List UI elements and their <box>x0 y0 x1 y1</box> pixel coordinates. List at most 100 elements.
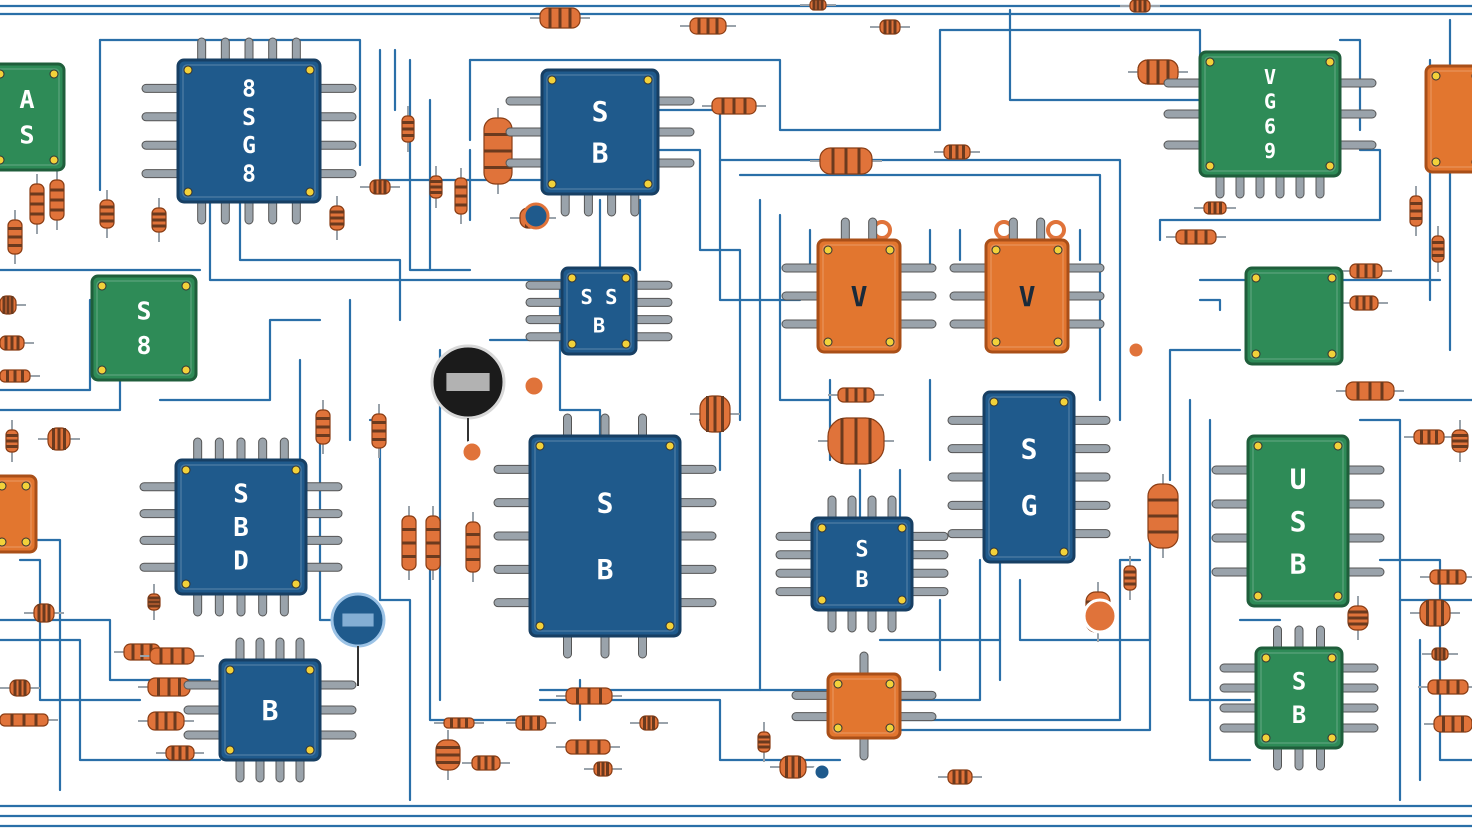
resistor-28 <box>1451 420 1469 462</box>
resistor-54 <box>506 715 556 731</box>
chip-right-green-large-label-1: S <box>1290 505 1307 538</box>
trace-26 <box>1338 38 1362 132</box>
resistor-56 <box>556 739 620 755</box>
resistor-29 <box>828 387 884 403</box>
chip-top-center-blue-label-0: S <box>592 95 609 128</box>
trace-27 <box>1158 148 1382 242</box>
resistor-72 <box>1128 59 1188 85</box>
trace-29 <box>1198 298 1222 312</box>
chip-center-orange-right-label-0: V <box>1019 280 1036 313</box>
trace-37 <box>0 378 122 412</box>
chip-edge-right-orange <box>1424 64 1472 174</box>
resistor-6 <box>360 179 400 195</box>
resistor-65 <box>1347 596 1369 640</box>
chip-mid-left-blue-label-1: B <box>233 513 249 543</box>
chip-center-large-blue-label-1: B <box>597 553 614 586</box>
resistor-0 <box>530 7 590 29</box>
resistor-42 <box>5 420 19 462</box>
trace-36 <box>0 298 92 392</box>
chip-center-small-blue-body <box>560 266 638 356</box>
resistor-57 <box>435 730 461 780</box>
resistor-59 <box>584 761 622 777</box>
chip-edge-left-orange <box>0 474 38 554</box>
chip-edge-left-green-label-1: S <box>19 121 34 150</box>
resistor-36 <box>425 506 441 580</box>
resistor-39 <box>0 335 34 351</box>
resistor-23 <box>1340 295 1388 311</box>
trace-49 <box>558 278 602 442</box>
chip-mid-left-blue-label-0: S <box>233 480 249 510</box>
resistor-70 <box>1424 715 1472 733</box>
resistor-2 <box>870 19 910 35</box>
chip-top-right-green-label-3: 9 <box>1264 139 1276 163</box>
chip-top-right-green-body <box>1198 50 1342 178</box>
chip-right-blue-label-0: S <box>1021 432 1038 465</box>
chip-left-green-label-0: S <box>137 296 152 325</box>
capacitor-1 <box>330 592 386 686</box>
capacitor-4 <box>1082 598 1118 634</box>
chip-right-small-green <box>1244 266 1344 366</box>
chip-edge-left-green-body <box>0 62 66 172</box>
resistor-1 <box>680 17 736 35</box>
trace-6 <box>98 38 362 167</box>
resistor-25 <box>1409 186 1423 236</box>
trace-16 <box>658 148 742 422</box>
chip-left-green-label-1: 8 <box>137 331 152 360</box>
chip-bottom-center-blue-body <box>810 516 914 612</box>
chip-edge-left-green: AS <box>0 62 66 172</box>
chip-edge-left-orange-body <box>0 474 38 554</box>
trace-47 <box>428 538 522 722</box>
trace-13 <box>208 198 562 282</box>
chip-bottom-right-green: SB <box>1219 625 1379 771</box>
resistor-10 <box>99 190 115 238</box>
resistor-11 <box>151 198 167 242</box>
resistor-60 <box>757 722 771 762</box>
chip-bottom-left-blue-body <box>218 658 322 762</box>
resistor-18 <box>483 108 513 194</box>
resistor-15 <box>454 168 468 224</box>
resistor-34 <box>371 404 387 458</box>
chip-bottom-center-blue: SB <box>775 495 949 633</box>
trace-39 <box>18 558 142 702</box>
resistor-31 <box>690 395 740 433</box>
chip-bottom-right-green-label-1: B <box>1292 701 1306 729</box>
resistor-27 <box>1404 429 1454 445</box>
chip-mid-left-blue: SBD <box>139 437 343 617</box>
resistor-5 <box>702 97 766 115</box>
resistor-26 <box>1431 226 1445 272</box>
capacitor-3 <box>460 440 484 464</box>
trace-62 <box>1358 418 1402 802</box>
resistor-55 <box>434 717 484 729</box>
trace-30 <box>1168 348 1242 482</box>
resistor-14 <box>429 166 443 208</box>
resistor-49 <box>147 584 161 620</box>
resistor-41 <box>38 427 80 451</box>
chip-edge-right-orange-body <box>1424 64 1472 174</box>
chip-right-blue-label-1: G <box>1021 489 1038 522</box>
resistor-30 <box>818 417 894 465</box>
resistor-33 <box>315 400 331 454</box>
chip-right-green-large-body <box>1246 434 1350 608</box>
chip-bottom-center-blue-label-0: S <box>855 537 868 562</box>
chip-top-center-blue: SB <box>505 68 695 217</box>
resistor-13 <box>401 106 415 152</box>
chip-center-large-blue-label-0: S <box>597 486 614 519</box>
resistor-62 <box>938 769 982 785</box>
chip-bottom-center-blue-label-1: B <box>855 568 868 593</box>
trace-20 <box>778 213 832 402</box>
capacitor-0 <box>430 344 506 458</box>
chip-bottom-orange <box>791 651 937 761</box>
trace-31 <box>1188 398 1252 702</box>
resistor-22 <box>1340 263 1392 279</box>
trace-14 <box>238 198 402 322</box>
resistor-12 <box>329 196 345 240</box>
chip-left-green-body <box>90 274 198 382</box>
chip-center-small-blue-label-1: B <box>593 314 605 338</box>
capacitor-10 <box>1046 220 1066 240</box>
resistor-17 <box>934 144 980 160</box>
chip-top-left-blue-label-0: 8 <box>242 76 256 102</box>
resistor-7 <box>29 174 45 234</box>
trace-41 <box>0 638 222 762</box>
